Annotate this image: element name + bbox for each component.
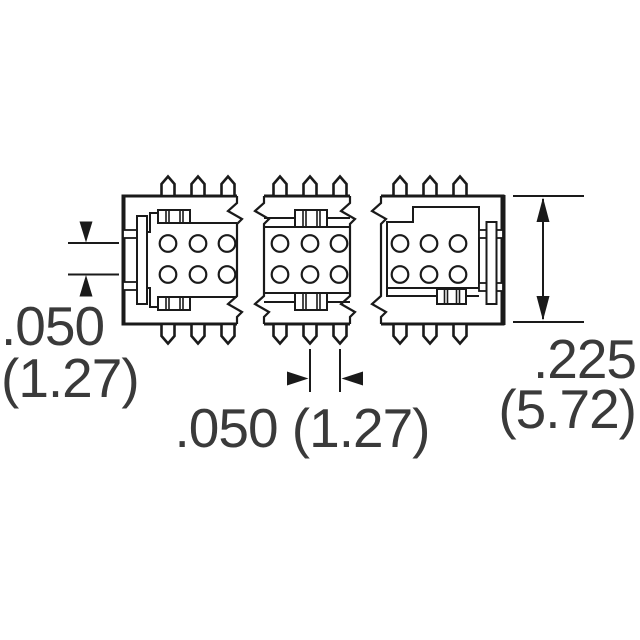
pin-top — [190, 175, 206, 198]
left-wall — [121, 195, 126, 325]
mount-tab — [122, 281, 138, 291]
contact-hole — [188, 265, 208, 284]
contact-hole — [448, 265, 468, 284]
contact-hole — [390, 265, 410, 284]
contact-hole — [217, 234, 237, 253]
contact-hole — [329, 265, 349, 284]
pin-bottom — [332, 322, 348, 345]
contact-hole — [270, 265, 290, 284]
contact-hole — [390, 234, 410, 253]
extension-lines — [309, 349, 341, 392]
pin-top — [220, 175, 236, 198]
pin-top — [332, 175, 348, 198]
contact-hole — [300, 265, 320, 284]
pin-top — [452, 175, 468, 198]
extension-lines — [68, 242, 119, 276]
dim-value-mm: (1.27) — [1, 347, 140, 409]
housing-step-edge — [146, 212, 158, 308]
dim-value-inches-mm: .050 (1.27) — [174, 397, 430, 459]
pin-bottom — [220, 322, 236, 345]
key-slot — [157, 296, 191, 311]
pin-top — [392, 175, 408, 198]
break-line — [339, 194, 357, 326]
latch-bar — [485, 221, 498, 305]
contact-hole — [158, 234, 178, 253]
contact-hole — [158, 265, 178, 284]
dim-label-row-pitch: .050 (1.27) — [1, 295, 140, 409]
dim-arrow-left-icon — [341, 371, 363, 386]
dimension-pin-pitch — [287, 349, 363, 392]
key-slot — [294, 209, 328, 228]
pin-bottom — [160, 322, 176, 345]
contact-hole — [217, 265, 237, 284]
pin-bottom — [422, 322, 438, 345]
dim-arrow-up-icon — [536, 197, 550, 222]
key-slot — [436, 288, 467, 305]
contact-hole — [419, 265, 439, 284]
pin-top — [422, 175, 438, 198]
contact-hole — [188, 234, 208, 253]
key-slot — [294, 292, 328, 311]
contact-hole — [419, 234, 439, 253]
dim-value-inches: .225 — [532, 328, 637, 390]
dim-arrow-down-icon — [536, 296, 550, 321]
dim-label-height: .225 (5.72) — [468, 328, 637, 440]
dim-label-pin-pitch: .050 (1.27) — [166, 396, 438, 460]
dim-value-inches: .050 — [1, 295, 105, 357]
connector-body-right — [381, 175, 506, 345]
latch-bar — [136, 215, 148, 305]
connector-body-left — [121, 175, 237, 345]
right-wall — [500, 195, 506, 325]
mount-tab — [122, 229, 138, 239]
dimension-row-pitch — [68, 221, 119, 297]
extension-lines — [513, 195, 584, 323]
break-line — [226, 194, 244, 326]
pin-top — [302, 175, 318, 198]
pin-bottom — [302, 322, 318, 345]
pin-top — [272, 175, 288, 198]
contact-hole — [448, 234, 468, 253]
break-line — [253, 194, 271, 326]
dim-value-mm: (5.72) — [498, 378, 637, 440]
dim-arrow-down-icon — [79, 221, 93, 243]
pin-top — [160, 175, 176, 198]
contact-hole — [300, 234, 320, 253]
contact-hole — [329, 234, 349, 253]
pin-bottom — [452, 322, 468, 345]
dim-arrow-right-icon — [287, 371, 309, 386]
dim-arrow-up-icon — [79, 275, 93, 297]
break-line — [370, 194, 388, 326]
contact-hole — [270, 234, 290, 253]
pin-bottom — [392, 322, 408, 345]
housing-edges — [264, 217, 350, 303]
pin-bottom — [190, 322, 206, 345]
dimension-height — [513, 195, 584, 323]
connector-body-middle — [264, 175, 350, 345]
pin-bottom — [272, 322, 288, 345]
key-slot — [157, 209, 191, 224]
